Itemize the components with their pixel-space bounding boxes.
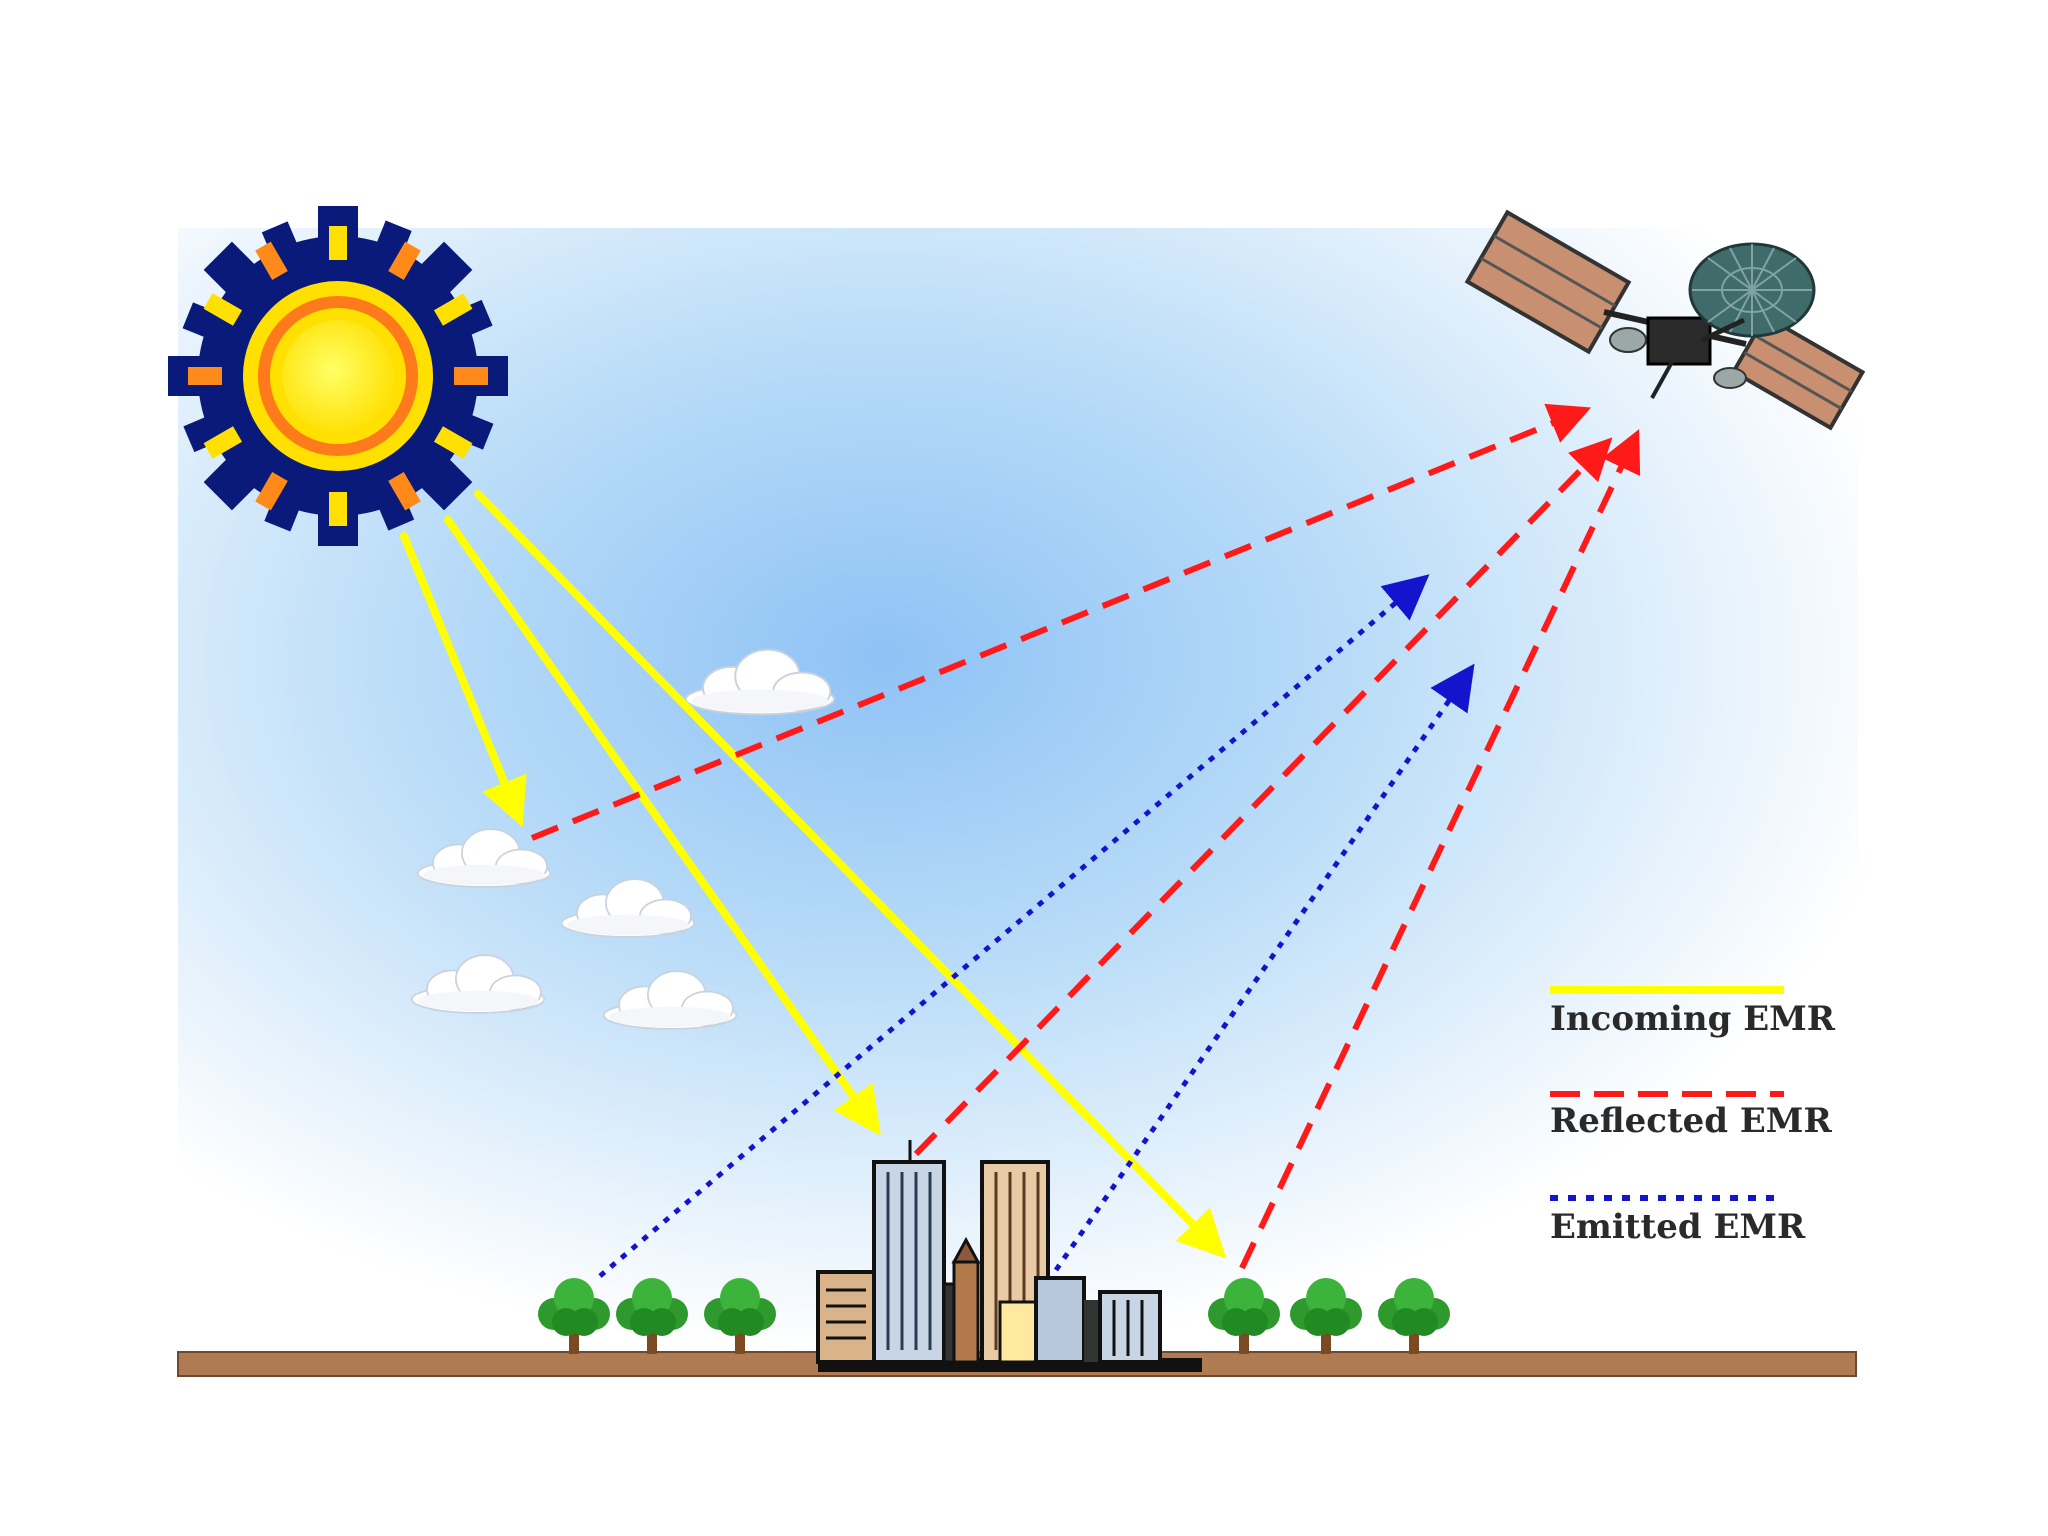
city-buildings-icon: [816, 1140, 1202, 1372]
legend-label-emitted: Emitted EMR: [1550, 1207, 1806, 1247]
legend-label-incoming: Incoming EMR: [1550, 999, 1836, 1039]
emitted-emr-rays: [598, 574, 1475, 1278]
incoming-ray: [444, 516, 881, 1136]
incoming-ray: [474, 490, 1227, 1259]
reflected-ray: [530, 403, 1592, 841]
incoming-emr-rays: [400, 490, 1227, 1259]
legend: Incoming EMR Reflected EMR Emitted EMR: [1550, 986, 1836, 1247]
sun-icon: [168, 206, 508, 546]
reflected-emr-rays: [530, 403, 1641, 1270]
reflected-ray: [1239, 429, 1641, 1270]
reflected-ray: [913, 437, 1613, 1157]
emitted-ray: [598, 574, 1430, 1278]
incoming-ray: [400, 532, 527, 828]
legend-label-reflected: Reflected EMR: [1550, 1101, 1832, 1141]
satellite-icon: [1464, 209, 1866, 431]
